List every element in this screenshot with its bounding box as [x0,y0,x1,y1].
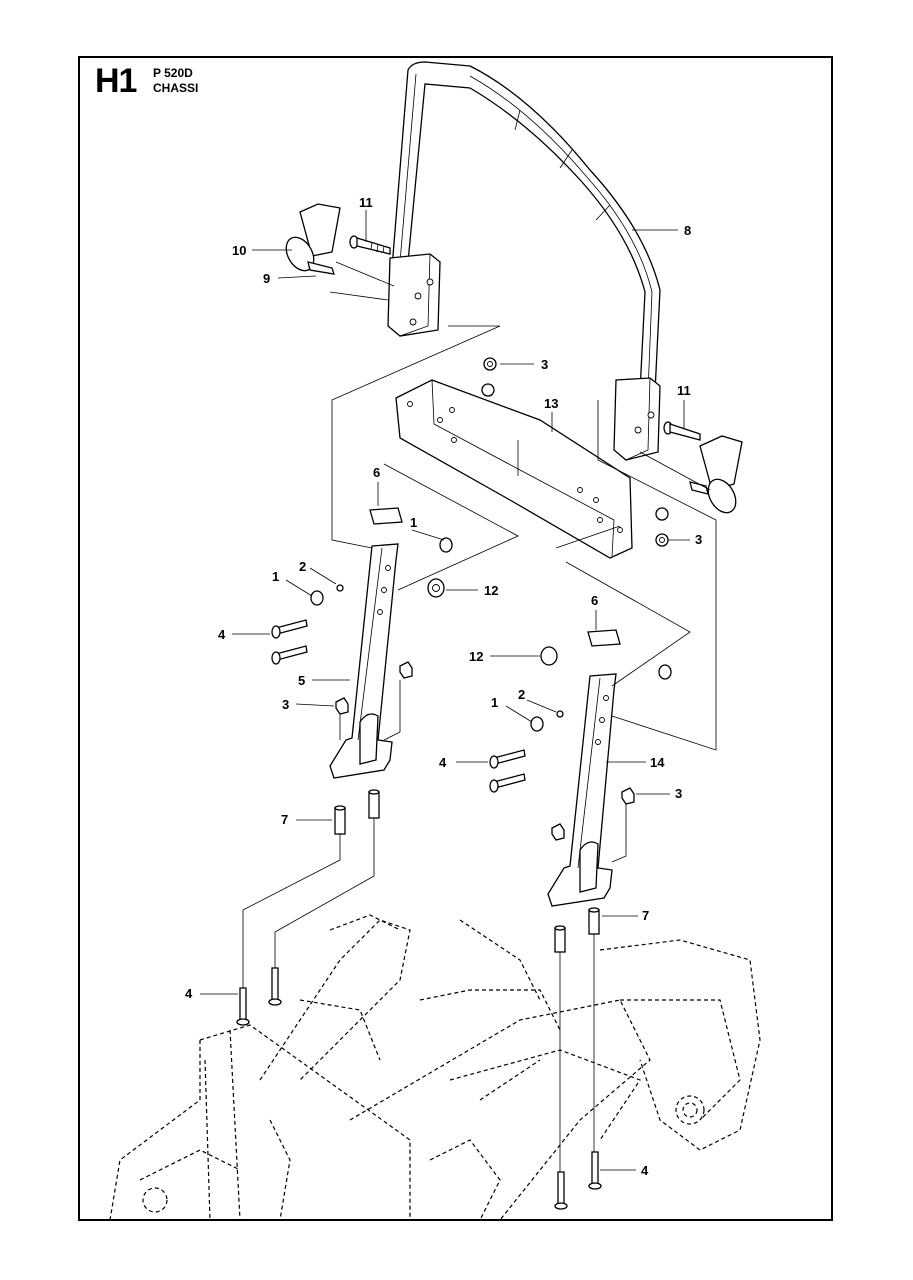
callout-2-right: 2 [518,687,525,702]
diagram-frame [78,56,833,1221]
callout-6-right: 6 [591,593,598,608]
callout-7-right: 7 [642,908,649,923]
callout-5: 5 [298,673,305,688]
callout-1-upper: 1 [410,515,417,530]
upright-left [329,543,399,779]
callout-3-top: 3 [541,357,548,372]
callout-1-left: 1 [272,569,279,584]
callout-4-right: 4 [439,755,447,770]
callout-6-left: 6 [373,465,380,480]
callout-labels: 11 10 9 8 3 13 11 6 1 2 1 12 3 4 5 3 6 1… [185,195,702,1178]
callout-12-left: 12 [484,583,498,598]
callout-4-bottom-right: 4 [641,1163,649,1178]
callout-7-left: 7 [281,812,288,827]
lock-pin-left [285,203,341,275]
callout-4-bottom-left: 4 [185,986,193,1001]
callout-2-left: 2 [299,559,306,574]
lock-pin-right [689,435,743,514]
callout-13: 13 [544,396,558,411]
cross-member [395,379,633,559]
bolt-11-left [349,235,391,255]
nuts [335,357,669,841]
callout-12-right: 12 [469,649,483,664]
bolts-4 [236,619,602,1210]
callout-1-right: 1 [491,695,498,710]
upright-right [547,673,617,907]
callout-8: 8 [684,223,691,238]
callout-3-left: 3 [282,697,289,712]
bolt-11-right [663,421,701,441]
callout-leaders [200,210,690,1171]
end-caps [369,507,621,647]
callout-10: 10 [232,243,246,258]
callout-4-left: 4 [218,627,226,642]
washers-spacers [310,537,672,732]
assembly-guide-lines [242,261,717,1172]
callout-11-left: 11 [359,195,373,210]
section-code: H1 [95,62,137,100]
callout-3-right: 3 [675,786,682,801]
callout-3-right-upper: 3 [695,532,702,547]
chassis-frame [109,914,761,1221]
callout-14: 14 [650,755,665,770]
model-name: P 520D [153,66,193,80]
sleeves-7 [334,789,600,953]
callout-9: 9 [263,271,270,286]
callout-11-right: 11 [677,383,691,398]
roll-bar [387,61,661,461]
section-name: CHASSI [153,81,199,95]
